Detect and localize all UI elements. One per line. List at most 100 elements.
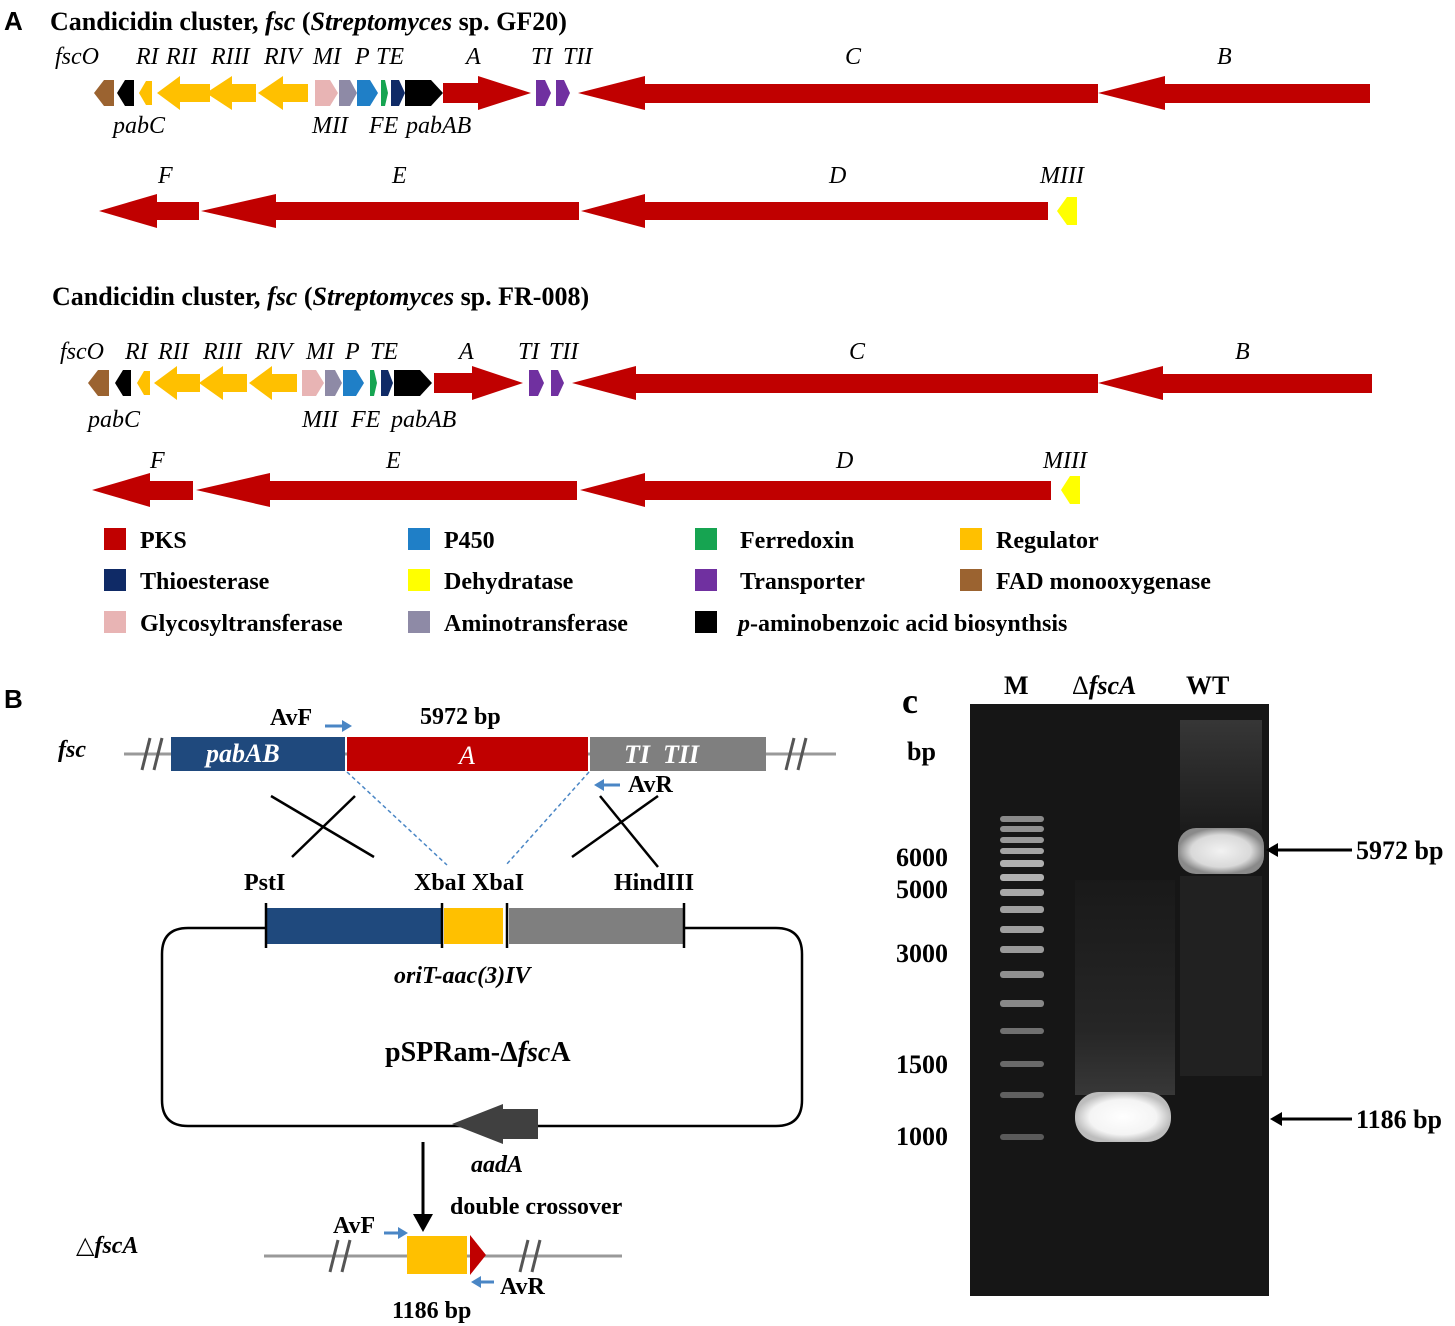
break-marks-right xyxy=(784,737,808,771)
double-crossover-label: double crossover xyxy=(450,1194,623,1220)
ladder-band xyxy=(1000,1092,1044,1098)
A-box-label: A xyxy=(457,741,475,770)
mutant-A-remnant xyxy=(470,1235,486,1275)
ladder-band xyxy=(1000,906,1044,913)
site-ticks xyxy=(264,903,686,948)
label-F-2: F xyxy=(149,448,165,474)
gene-C xyxy=(578,76,1098,110)
pabAB-box-label: pabAB xyxy=(204,739,280,768)
gene-RII-2 xyxy=(154,366,200,400)
ladder-band xyxy=(1000,1061,1044,1067)
legend-swatch xyxy=(408,569,430,591)
label-pabC-2: pabC xyxy=(86,407,141,433)
lane-delta-label: ΔfscA xyxy=(1072,671,1136,700)
gene-P-2 xyxy=(343,370,364,396)
wt-band-label: 5972 bp xyxy=(1356,836,1443,865)
label-E: E xyxy=(391,163,407,189)
legend-label: P450 xyxy=(444,528,495,554)
label-MII: MII xyxy=(311,113,349,139)
gene-P xyxy=(357,80,378,106)
primer-AvF-arrow xyxy=(325,720,352,732)
TI-TII-box xyxy=(590,737,766,771)
legend-swatch xyxy=(960,528,982,550)
primer-AvR-label: AvR xyxy=(628,772,674,798)
legend-label: Aminotransferase xyxy=(444,611,628,637)
ladder-band xyxy=(1000,1028,1044,1034)
gene-RIV xyxy=(258,76,308,110)
product-size-label: 1186 bp xyxy=(392,1298,471,1324)
label-FE: FE xyxy=(368,113,399,139)
gene-RIV-2 xyxy=(249,366,297,400)
legend-label: Transporter xyxy=(740,569,865,595)
gene-fscO xyxy=(94,80,114,106)
ladder-band xyxy=(1000,816,1044,822)
label-B: B xyxy=(1217,44,1232,70)
oriT-label: oriT-aac(3)IV xyxy=(394,963,532,989)
ladder-label-3000: 3000 xyxy=(896,939,948,968)
crossover-left xyxy=(270,794,375,859)
fsc-label: fsc xyxy=(58,737,86,763)
ladder-band xyxy=(1000,826,1044,832)
legend-item-ferredoxin: Ferredoxin xyxy=(695,528,854,554)
label-TE-2: TE xyxy=(370,339,398,365)
ladder-band xyxy=(1000,889,1044,896)
legend-swatch xyxy=(695,569,717,591)
plasmid-oriT-cassette xyxy=(444,908,503,944)
gene-A xyxy=(443,76,531,110)
gene-pabC-2 xyxy=(115,370,131,396)
label-P: P xyxy=(354,44,370,70)
gene-TE-2 xyxy=(381,370,393,396)
label-TE: TE xyxy=(376,44,404,70)
label-MIII: MIII xyxy=(1039,163,1085,189)
legend-label: Ferredoxin xyxy=(740,528,854,554)
gene-D-2 xyxy=(580,473,1051,507)
label-MII-2: MII xyxy=(301,407,339,433)
legend-swatch xyxy=(408,611,430,633)
label-A-2: A xyxy=(457,339,474,365)
XbaI-label: XbaI XbaI xyxy=(414,870,524,896)
legend-swatch xyxy=(960,569,982,591)
ladder-label-1000: 1000 xyxy=(896,1122,948,1151)
legend-label: Glycosyltransferase xyxy=(140,611,343,637)
label-TI-2: TI xyxy=(518,339,540,365)
gene-TII xyxy=(556,80,570,106)
lane-WT-label: WT xyxy=(1186,671,1229,700)
gene-MII xyxy=(315,80,338,106)
ladder-band xyxy=(1000,926,1044,933)
primer-AvF-label: AvF xyxy=(270,705,312,731)
plasmid-backbone xyxy=(160,926,804,1128)
mutant-AvF-label: AvF xyxy=(333,1213,375,1239)
cluster1-row1 xyxy=(94,76,1370,110)
label-TII-2: TII xyxy=(549,339,579,365)
mutant-band-label: 1186 bp xyxy=(1356,1105,1442,1134)
size-label: 5972 bp xyxy=(420,704,501,730)
label-pabAB-2: pabAB xyxy=(389,407,457,433)
legend-swatch xyxy=(104,528,126,550)
gene-FE-2 xyxy=(370,370,377,396)
mutant-cassette xyxy=(407,1236,467,1274)
TI-TII-box-label: TI TII xyxy=(624,740,700,769)
gene-E-2 xyxy=(196,473,577,507)
HindIII-label: HindIII xyxy=(614,870,694,896)
break-marks-left xyxy=(140,737,164,771)
cluster1-title: Candicidin cluster, fsc (Streptomyces sp… xyxy=(50,7,567,36)
cluster2-row1 xyxy=(88,366,1372,400)
gene-RIII-2 xyxy=(199,366,247,400)
ladder-band xyxy=(1000,848,1044,854)
gene-F xyxy=(99,194,199,228)
label-B-2: B xyxy=(1235,339,1250,365)
cluster2-row2 xyxy=(92,473,1080,507)
ladder-band xyxy=(1000,1000,1044,1007)
double-crossover-arrow-head xyxy=(413,1214,433,1232)
label-F: F xyxy=(157,163,173,189)
legend-item-fad: FAD monooxygenase xyxy=(960,569,1211,595)
legend-item-amino: Aminotransferase xyxy=(408,611,628,637)
gene-B-2 xyxy=(1098,366,1372,400)
panel-a-label: A xyxy=(4,6,23,36)
label-E-2: E xyxy=(385,448,401,474)
label-RIV-2: RIV xyxy=(254,339,295,365)
label-D: D xyxy=(828,163,846,189)
label-MIII-2: MIII xyxy=(1042,448,1088,474)
PstI-label: PstI xyxy=(244,870,285,896)
gene-RI xyxy=(139,81,152,105)
